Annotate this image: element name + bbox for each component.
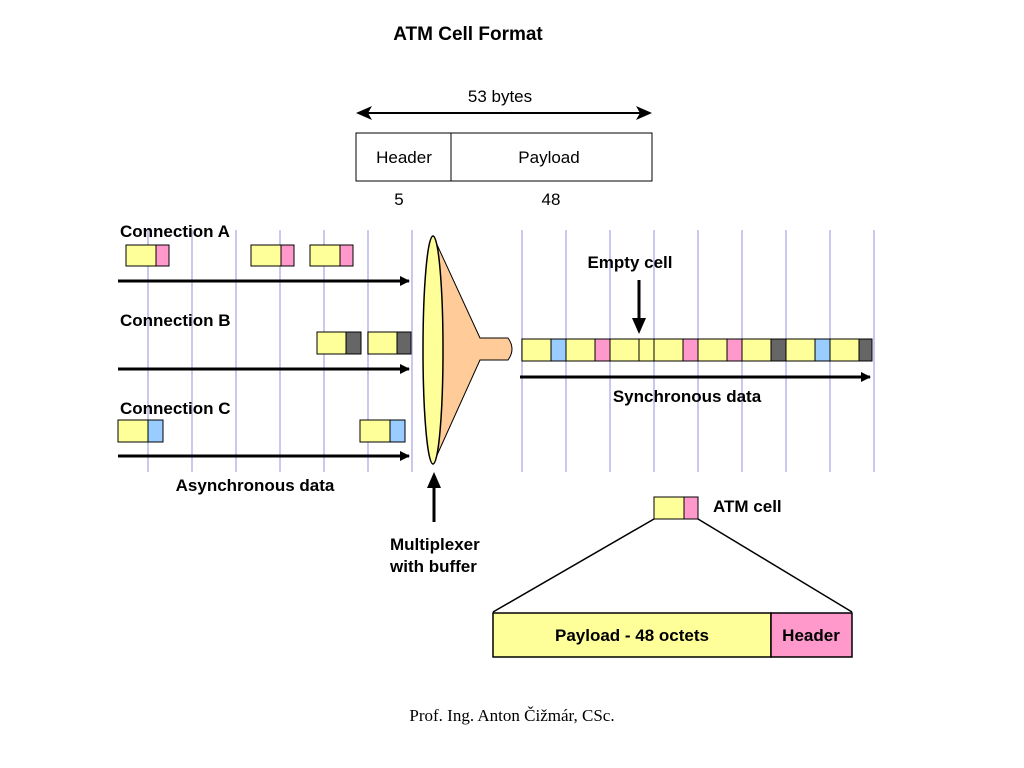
- sync-cell-3-header: [682, 338, 699, 362]
- cell-b2: [367, 331, 412, 355]
- connection-c-cells: [117, 419, 406, 443]
- detail-payload-label: Payload - 48 octets: [555, 626, 709, 645]
- connection-a-cells: [125, 244, 354, 267]
- sync-cell-4-header: [726, 338, 743, 362]
- sync-cell-4-payload: [697, 338, 728, 362]
- empty-cell-pointer: [632, 280, 646, 334]
- sync-empty-cell-2: [638, 338, 655, 362]
- multiplexer-label-line1: Multiplexer: [390, 535, 480, 554]
- sync-cell-7-header: [858, 338, 873, 362]
- header-bytes-label: 5: [394, 190, 403, 209]
- atm-cell-label: ATM cell: [713, 497, 782, 516]
- multiplexer-pointer: [427, 472, 441, 522]
- format-header-label: Header: [376, 148, 432, 167]
- magnify-lines: [492, 518, 853, 613]
- async-data-label: Asynchronous data: [176, 476, 335, 495]
- sync-cell-7-payload: [829, 338, 860, 362]
- sync-cell-1-payload: [521, 338, 552, 362]
- connection-c-label: Connection C: [120, 399, 231, 418]
- cell-a2: [250, 244, 295, 267]
- empty-cell-label: Empty cell: [587, 253, 672, 272]
- sync-stream: [521, 338, 873, 362]
- payload-bytes-label: 48: [542, 190, 561, 209]
- cell-c2: [359, 419, 406, 443]
- page-title: ATM Cell Format: [393, 24, 543, 45]
- multiplexer-label-line2: with buffer: [389, 557, 477, 576]
- detail-header-label: Header: [782, 626, 840, 645]
- sync-cell-5-payload: [741, 338, 772, 362]
- atm-cell-small: [653, 496, 699, 520]
- connection-b-cells: [316, 331, 412, 355]
- cell-size-label: 53 bytes: [468, 87, 532, 106]
- sync-empty-cell-3: [653, 338, 684, 362]
- author-footer: Prof. Ing. Anton Čižmár, CSc.: [409, 706, 615, 725]
- atm-cell-detail: [492, 612, 853, 658]
- sync-cell-2-payload: [565, 338, 596, 362]
- sync-cell-1-header: [550, 338, 567, 362]
- cell-a1: [125, 244, 170, 267]
- cell-format-box: [355, 132, 653, 182]
- connection-b-label: Connection B: [120, 311, 231, 330]
- cell-c1: [117, 419, 164, 443]
- sync-empty-cell-1: [609, 338, 640, 362]
- cell-b1: [316, 331, 362, 355]
- format-payload-label: Payload: [518, 148, 579, 167]
- cell-size-arrow: [356, 106, 652, 120]
- multiplexer-funnel: [422, 235, 513, 465]
- sync-cell-5-header: [770, 338, 787, 362]
- sync-cell-6-header: [814, 338, 831, 362]
- sync-cell-6-payload: [785, 338, 816, 362]
- connection-a-label: Connection A: [120, 222, 230, 241]
- sync-data-label: Synchronous data: [613, 387, 762, 406]
- cell-a3: [309, 244, 354, 267]
- sync-cell-2-header: [594, 338, 611, 362]
